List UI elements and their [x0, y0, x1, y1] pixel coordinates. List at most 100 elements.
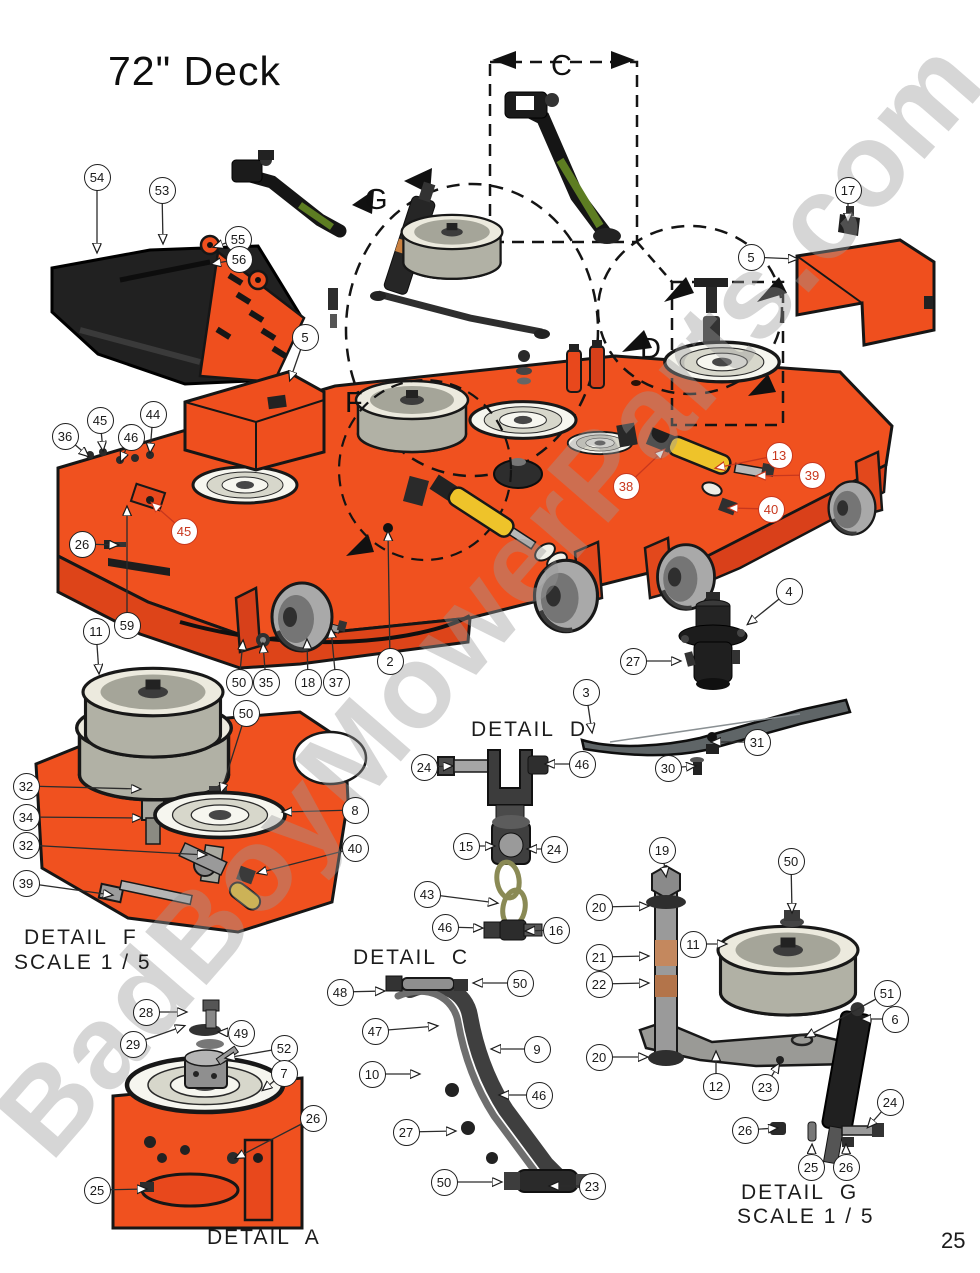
callout-26: 26 [299, 1104, 327, 1132]
callout-51: 51 [873, 979, 901, 1007]
callout-28: 28 [132, 998, 160, 1026]
callout-49: 49 [227, 1019, 255, 1047]
callout-26: 26 [68, 530, 96, 558]
callout-25: 25 [797, 1153, 825, 1181]
callout-11: 11 [82, 617, 110, 645]
leader-line-32 [25, 844, 206, 855]
detail-d-label: DETAIL D [471, 718, 588, 741]
zone-letter-d: D [640, 333, 661, 365]
callout-21: 21 [585, 943, 613, 971]
callout-40: 40 [757, 495, 785, 523]
belt-cover-left [183, 370, 326, 472]
callout-11: 11 [679, 930, 707, 958]
callout-27: 27 [392, 1118, 420, 1146]
detail-g-scale-label: SCALE 1 / 5 [737, 1205, 875, 1228]
zone-letter-c: C [551, 50, 572, 82]
callout-6: 6 [881, 1005, 909, 1033]
page-number: 25 [941, 1228, 966, 1253]
callout-39: 39 [12, 869, 40, 897]
callout-26: 26 [731, 1116, 759, 1144]
callout-23: 23 [751, 1073, 779, 1101]
callout-50: 50 [777, 847, 805, 875]
idler-arm-top-left [231, 150, 347, 238]
callout-20: 20 [585, 1043, 613, 1071]
callout-19: 19 [648, 836, 676, 864]
spindle-assembly [678, 592, 748, 690]
detail-g-view [638, 864, 884, 1165]
callout-50: 50 [430, 1168, 458, 1196]
callout-7: 7 [270, 1059, 298, 1087]
callout-13: 13 [765, 441, 793, 469]
detail-c-label: DETAIL C [353, 946, 470, 969]
callout-10: 10 [358, 1060, 386, 1088]
callout-17: 17 [834, 176, 862, 204]
callout-31: 31 [743, 728, 771, 756]
callout-12: 12 [702, 1072, 730, 1100]
zone-letter-f: F [345, 387, 363, 419]
callout-24: 24 [540, 835, 568, 863]
callout-46: 46 [117, 423, 145, 451]
detail-a-view [111, 999, 304, 1230]
callout-38: 38 [612, 472, 640, 500]
callout-46: 46 [568, 750, 596, 778]
detail-f-label: DETAIL F [24, 926, 138, 949]
callout-22: 22 [585, 970, 613, 998]
callout-37: 37 [322, 668, 350, 696]
callout-8: 8 [341, 796, 369, 824]
callout-52: 52 [270, 1034, 298, 1062]
callout-40: 40 [341, 834, 369, 862]
callout-25: 25 [83, 1176, 111, 1204]
callout-54: 54 [83, 163, 111, 191]
callout-9: 9 [523, 1035, 551, 1063]
callout-15: 15 [452, 832, 480, 860]
callout-2: 2 [376, 647, 404, 675]
callout-23: 23 [578, 1172, 606, 1200]
callout-59: 59 [113, 611, 141, 639]
callout-45: 45 [170, 517, 198, 545]
callout-24: 24 [410, 753, 438, 781]
callout-5: 5 [291, 323, 319, 351]
callout-4: 4 [775, 577, 803, 605]
detail-g-label: DETAIL G [741, 1181, 859, 1204]
leader-line-26 [236, 1117, 314, 1158]
callout-26: 26 [832, 1153, 860, 1181]
callout-5: 5 [737, 243, 765, 271]
callout-35: 35 [252, 668, 280, 696]
deck-hangers [566, 340, 605, 393]
callout-30: 30 [654, 754, 682, 782]
callout-44: 44 [139, 400, 167, 428]
callout-24: 24 [876, 1088, 904, 1116]
callout-27: 27 [619, 647, 647, 675]
callout-3: 3 [572, 678, 600, 706]
leader-line-39 [25, 882, 112, 895]
callout-46: 46 [431, 913, 459, 941]
page-title: 72" Deck [108, 48, 281, 94]
deck-pulleys [191, 340, 781, 562]
callout-45: 45 [86, 406, 114, 434]
callout-32: 32 [12, 772, 40, 800]
leader-line-34 [25, 817, 141, 818]
callout-18: 18 [294, 668, 322, 696]
leader-line-2 [388, 532, 390, 662]
callout-50: 50 [232, 699, 260, 727]
callout-20: 20 [585, 893, 613, 921]
idler-arm-c [504, 91, 621, 244]
callout-53: 53 [148, 176, 176, 204]
callout-39: 39 [798, 461, 826, 489]
callout-29: 29 [119, 1030, 147, 1058]
callout-48: 48 [326, 978, 354, 1006]
leader-line-32 [25, 786, 140, 789]
callout-56: 56 [225, 245, 253, 273]
callout-32: 32 [12, 831, 40, 859]
callout-46: 46 [525, 1081, 553, 1109]
callout-34: 34 [12, 803, 40, 831]
leader-line-51 [806, 992, 888, 1037]
leader-line-40 [258, 847, 356, 873]
callout-50: 50 [225, 668, 253, 696]
tensioner-assembly-g [328, 181, 550, 385]
callout-43: 43 [413, 880, 441, 908]
callout-47: 47 [361, 1017, 389, 1045]
